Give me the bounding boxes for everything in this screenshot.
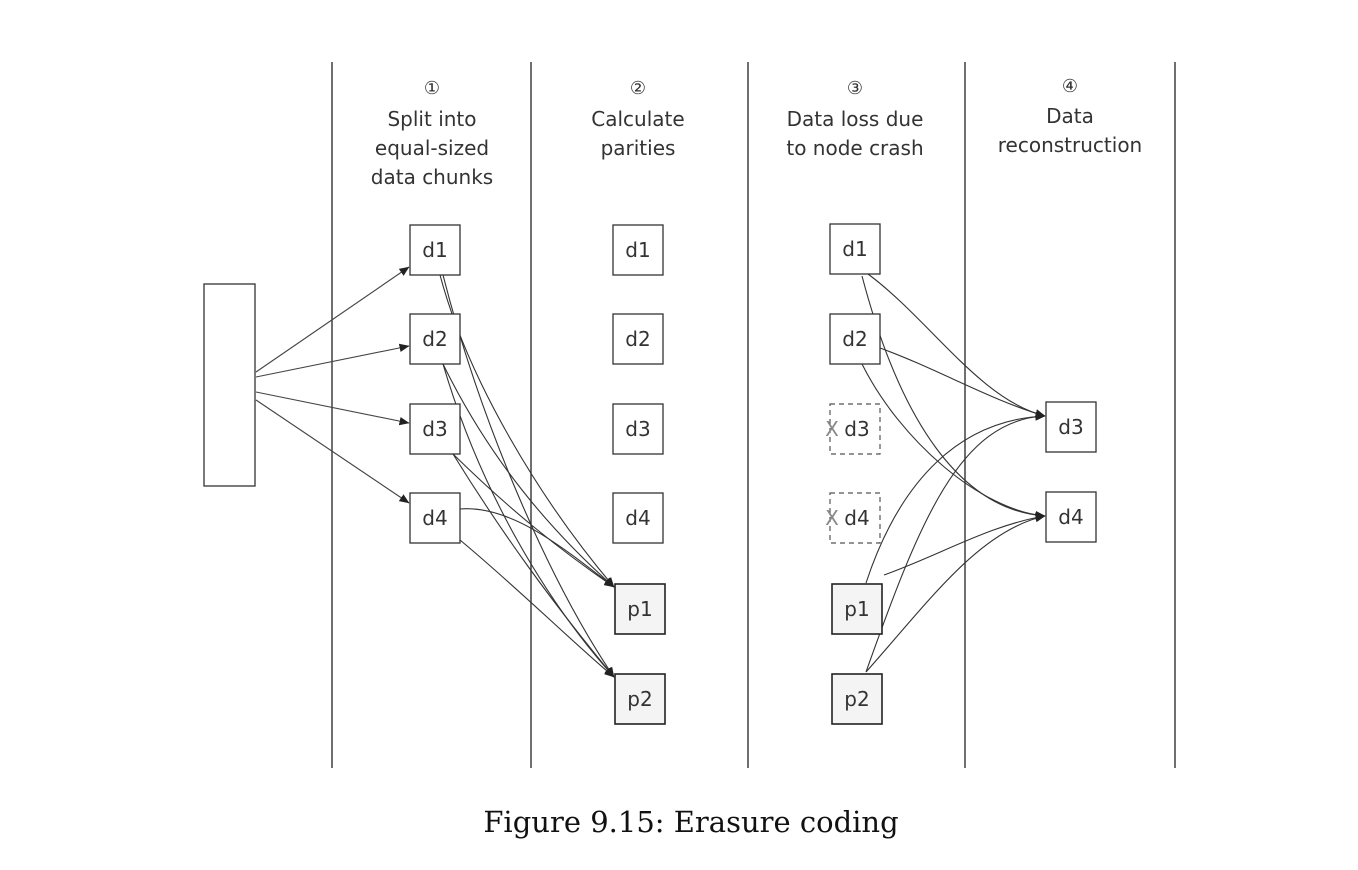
- lost-data-block-node: X d3: [825, 403, 881, 455]
- split-arrow: [255, 399, 410, 504]
- reconstruction-arrow: [879, 347, 1046, 418]
- column-number: ④: [1062, 76, 1078, 97]
- reconstructed-block-node: d4: [1045, 491, 1097, 543]
- reconstruction-arrow: [865, 513, 1046, 673]
- parity-block-node: p2: [831, 673, 883, 725]
- data-chunk-node: d4: [409, 492, 461, 544]
- data-chunk-node: d3: [409, 403, 461, 455]
- data-block-node: d1: [612, 224, 664, 276]
- column-number: ②: [630, 78, 646, 99]
- column-3-blocks: d1 d2 X d3 X d4 p1 p2: [825, 223, 883, 725]
- column-title-line: reconstruction: [998, 133, 1142, 157]
- data-block-node: d3: [612, 403, 664, 455]
- column-title-line: Data loss due: [787, 107, 924, 131]
- column-number: ①: [424, 78, 440, 99]
- column-header-4: ④ Data reconstruction: [998, 76, 1142, 157]
- parity-block-node: p1: [831, 583, 883, 635]
- column-title-line: parities: [601, 136, 676, 160]
- node-label: d1: [842, 237, 867, 261]
- column-title-line: to node crash: [786, 136, 923, 160]
- column-header-2: ② Calculate parities: [591, 78, 684, 160]
- reconstruction-arrow: [861, 275, 1046, 520]
- node-label: d4: [625, 506, 650, 530]
- reconstruction-arrow: [867, 273, 1046, 418]
- reconstruction-arrow: [861, 363, 1046, 520]
- source-data-block: [203, 283, 256, 487]
- column-1-chunks: d1 d2 d3 d4: [409, 224, 461, 544]
- column-header-1: ① Split into equal-sized data chunks: [371, 78, 493, 189]
- node-label: d2: [422, 327, 447, 351]
- parity-arrow: [452, 453, 615, 678]
- reconstruction-arrows: [861, 273, 1046, 673]
- column-title-line: Calculate: [591, 107, 684, 131]
- data-block-node: d2: [829, 313, 881, 365]
- reconstruction-arrow: [883, 513, 1046, 576]
- split-arrow: [255, 391, 410, 426]
- data-block-node: d2: [612, 313, 664, 365]
- node-label: p1: [627, 597, 652, 621]
- split-arrow: [255, 343, 410, 378]
- reconstruction-arrow: [865, 412, 1046, 673]
- node-label: p1: [844, 597, 869, 621]
- data-chunk-node: d1: [409, 224, 461, 276]
- node-label: p2: [844, 687, 869, 711]
- node-label: d1: [422, 238, 447, 262]
- parity-arrow: [442, 274, 615, 678]
- node-label: d3: [625, 417, 650, 441]
- column-4-blocks: d3 d4: [1045, 401, 1097, 543]
- data-block-node: d1: [829, 223, 881, 275]
- node-label: d1: [625, 238, 650, 262]
- figure-caption: Figure 9.15: Erasure coding: [483, 805, 898, 839]
- column-dividers: [331, 62, 1176, 768]
- split-arrow: [255, 266, 410, 373]
- node-label: d2: [625, 327, 650, 351]
- node-label: d2: [842, 327, 867, 351]
- split-arrows: [255, 266, 410, 504]
- column-title-line: Split into: [387, 107, 476, 131]
- parity-block-node: p1: [614, 583, 666, 635]
- parity-arrow: [442, 363, 615, 588]
- parity-block-node: p2: [614, 673, 666, 725]
- node-label: d3: [422, 417, 447, 441]
- node-label: d3: [844, 417, 869, 441]
- column-title-line: Data: [1046, 104, 1094, 128]
- reconstructed-block-node: d3: [1045, 401, 1097, 453]
- node-label: d4: [422, 506, 447, 530]
- reconstruction-arrow: [865, 412, 1046, 584]
- column-header-3: ③ Data loss due to node crash: [786, 78, 923, 160]
- parity-arrow: [459, 508, 615, 588]
- node-label: d3: [1058, 415, 1083, 439]
- parity-arrow: [452, 453, 615, 588]
- data-block-node: d4: [612, 492, 664, 544]
- column-title-line: equal-sized: [375, 136, 489, 160]
- column-2-blocks: d1 d2 d3 d4 p1 p2: [612, 224, 666, 725]
- data-chunk-node: d2: [409, 313, 461, 365]
- column-number: ③: [847, 78, 863, 99]
- lost-mark-icon: X: [825, 506, 839, 530]
- node-label: d4: [1058, 505, 1083, 529]
- column-title-line: data chunks: [371, 165, 493, 189]
- lost-mark-icon: X: [825, 417, 839, 441]
- lost-data-block-node: X d4: [825, 492, 881, 544]
- node-label: p2: [627, 687, 652, 711]
- node-label: d4: [844, 506, 869, 530]
- parity-arrows: [439, 274, 615, 678]
- parity-arrow: [459, 539, 615, 678]
